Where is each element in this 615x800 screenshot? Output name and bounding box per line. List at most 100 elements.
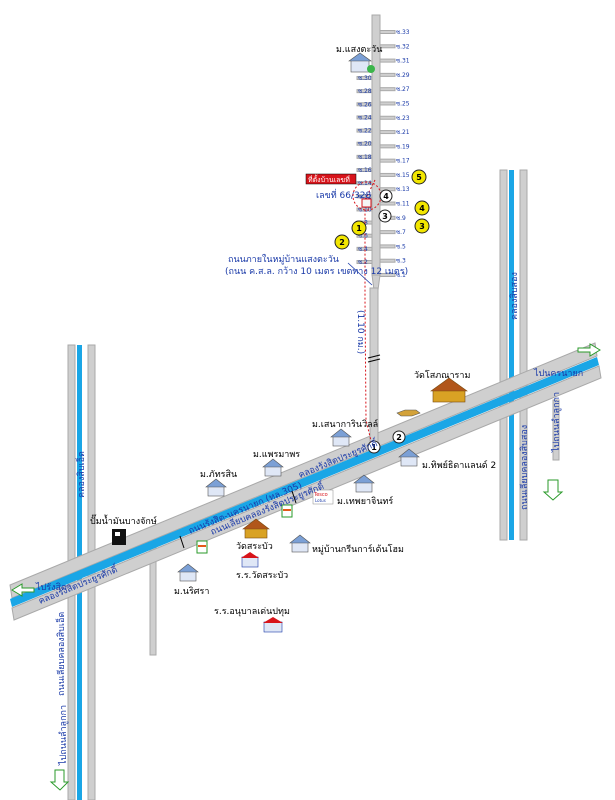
- soi-label-left: ซ.20: [358, 141, 372, 148]
- soi-branch-left: [356, 89, 373, 94]
- svg-text:2: 2: [339, 238, 345, 247]
- soi-label-right: ซ.19: [396, 143, 410, 150]
- seven-eleven-icon-2: [196, 540, 208, 554]
- thepcharin-icon: [353, 474, 375, 493]
- svg-text:3: 3: [419, 222, 425, 231]
- soi-label-left: ซ.2: [358, 259, 368, 266]
- house-number: เลขที่ 66/328: [316, 188, 371, 201]
- phatsin-icon: [205, 478, 227, 497]
- svg-text:1: 1: [356, 224, 362, 233]
- soi-label-left: ซ.22: [358, 128, 372, 135]
- marker-white-4: 4: [379, 189, 393, 203]
- marker-white-1: 1: [367, 440, 381, 454]
- thipsaeng-icon: [398, 448, 420, 467]
- green-home-label: หมู่บ้านกรีนการ์เด้นโฮม: [312, 543, 404, 555]
- thipsaeng-label: ม.ทิพย์ธิดาแลนด์ 2: [422, 459, 496, 471]
- dir-lamlukka-right-label: ไปถนนลำลูกกา: [551, 392, 562, 453]
- right-road-1: [499, 169, 508, 541]
- soi-branch-left: [356, 154, 373, 159]
- soi-branch-right: [379, 144, 396, 149]
- soi-label-left: ซ.28: [358, 88, 372, 95]
- soi-label-left: ซ.12: [358, 193, 372, 200]
- soi-branch-right: [379, 172, 396, 177]
- soi-label-left: ซ.24: [358, 114, 372, 121]
- soi-label-right: ซ.15: [396, 172, 410, 179]
- arrow-lamlukka-right: [542, 479, 564, 501]
- right-canal-label: คลองสิบสอง: [509, 272, 520, 320]
- soi-label-right: ซ.17: [396, 158, 410, 165]
- main-road-upper: [9, 342, 598, 599]
- soi-label-left: ซ.18: [358, 154, 372, 161]
- inner-road-spec: (ถนน ค.ส.ล. กว้าง 10 เมตร เขตทาง 12 เมตร…: [225, 266, 408, 277]
- soi-branch-right: [379, 44, 396, 49]
- bridge-mark-3: [367, 354, 381, 359]
- soi-label-right: ซ.21: [396, 129, 410, 136]
- naritsara-icon: [177, 563, 199, 582]
- soi-label-right: ซ.13: [396, 186, 410, 193]
- dir-rangsit-label: ไปรังสิต: [35, 582, 67, 593]
- soi-branch-right: [379, 230, 396, 235]
- soi-branch-right: [379, 258, 396, 263]
- soi-label-right: ซ.5: [396, 243, 406, 250]
- soi-label-left: ซ.6: [358, 233, 368, 240]
- soi-label-right: ซ.11: [396, 201, 410, 208]
- svg-text:3: 3: [382, 212, 388, 221]
- tesco-label: Tesco: [313, 492, 328, 498]
- kindergarten-icon: [263, 617, 283, 633]
- soi-branch-left: [356, 76, 373, 80]
- svg-text:1: 1: [371, 443, 377, 452]
- main-road-lower: [11, 365, 602, 621]
- soi-branch-right: [379, 115, 396, 120]
- village-icon-saengtawan: [348, 52, 375, 73]
- soi-branch-right: [379, 244, 396, 249]
- arrow-rangsit: [11, 583, 35, 597]
- bridge-mark-4: [367, 358, 381, 363]
- svg-text:4: 4: [419, 204, 425, 213]
- soi-branch-left: [356, 128, 373, 133]
- svg-text:4: 4: [383, 192, 389, 201]
- soi-branch-right: [379, 58, 396, 63]
- soi-label-right: ซ.29: [396, 72, 410, 79]
- soi-label-right: ซ.33: [396, 29, 410, 36]
- house-label: ที่ตั้งบ้านเลขที่: [308, 173, 350, 184]
- soi-branch-left: [356, 102, 373, 107]
- senarin-label: ม.เสนาการินวิลล์: [312, 418, 378, 430]
- marker-1: 1: [351, 220, 367, 236]
- soi-label-right: ซ.25: [396, 100, 410, 107]
- inner-road-title: ถนนภายในหมู่บ้านแสงตะวัน: [228, 254, 339, 265]
- svg-text:5: 5: [416, 173, 422, 182]
- soi-branch-left: [356, 194, 373, 199]
- soi-branch-left: [356, 168, 373, 172]
- distance-label: (1.10 กม.): [355, 310, 365, 354]
- left-road-label: ถนนเลียบคลองสิบเอ็ด: [54, 612, 67, 696]
- school-wat-sabua-icon: [241, 552, 259, 568]
- soi-branch-left: [356, 141, 373, 146]
- soi-label-right: ซ.23: [396, 115, 410, 122]
- naritsara-label: ม.นริศรา: [174, 586, 209, 597]
- wat-sabua-label: วัดสระบัว: [236, 542, 273, 552]
- soi-label-left: ซ.30: [358, 75, 372, 82]
- marker-5: 5: [411, 169, 427, 185]
- phraemaporn-label: ม.แพรมาพร: [253, 450, 300, 460]
- kindergarten-label: ร.ร.อนุบาลเด่นปทุม: [214, 607, 290, 617]
- village-name: ม.แสงตะวัน: [336, 45, 382, 55]
- marker-2: 2: [334, 234, 350, 250]
- tesco-sub-label: Lotus: [315, 498, 326, 503]
- main-canal: [10, 357, 599, 607]
- soi-branch-right: [379, 30, 396, 34]
- arrow-lamlukka-left: [49, 769, 70, 791]
- chevrolet-logo: [396, 409, 421, 417]
- house-marker: [361, 198, 372, 208]
- soi-label-left: ซ.14: [358, 180, 372, 187]
- soi-label-left: ซ.26: [358, 101, 372, 108]
- side-road-lower-right: [552, 399, 560, 461]
- marker-3: 3: [414, 218, 430, 234]
- marker-white-2: 2: [392, 430, 406, 444]
- soi-label-right: ซ.27: [396, 86, 410, 93]
- dir-nakhon-nayok-label: ไปนครนายก: [533, 368, 583, 379]
- svg-text:2: 2: [396, 433, 402, 442]
- gas-station-icon-inner: [115, 532, 120, 536]
- right-road-2: [519, 169, 528, 541]
- soi-branch-left: [356, 181, 373, 186]
